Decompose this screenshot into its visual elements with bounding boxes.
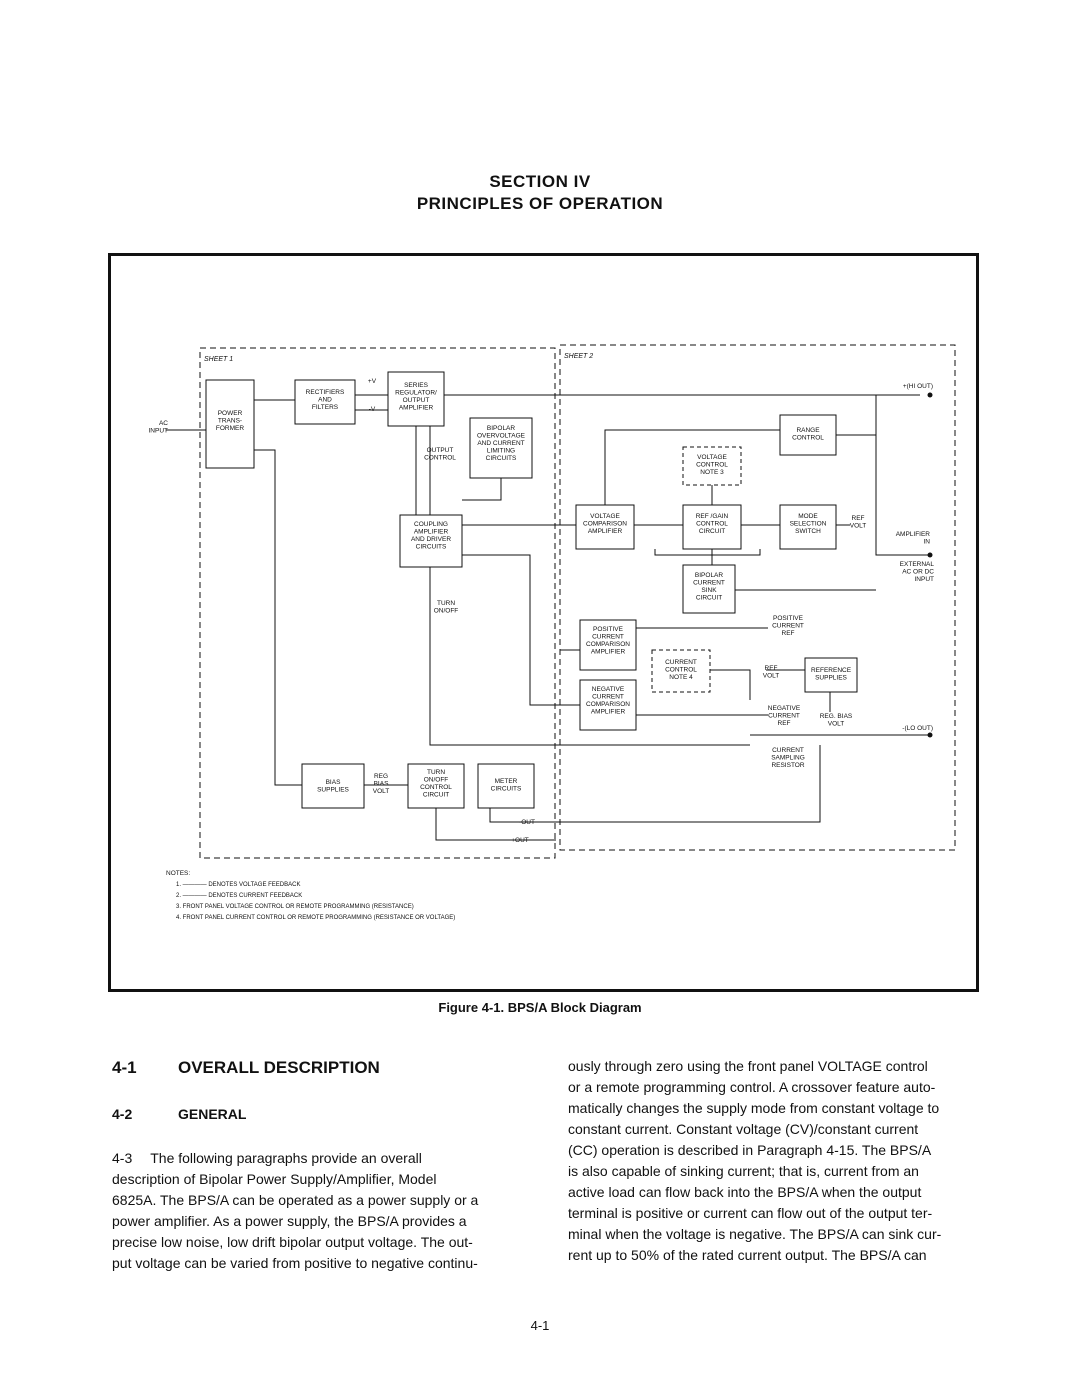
paragraph-line: constant current. Constant voltage (CV)/… [568, 1121, 919, 1137]
sheet2-border [559, 344, 956, 851]
minus-v-label: -V [369, 406, 376, 413]
paragraph-line: rent up to 50% of the rated current outp… [568, 1247, 927, 1263]
hi-out-label: +(HI OUT) [903, 383, 933, 390]
section-4-2-title: GENERAL [178, 1106, 247, 1122]
paragraph-line: terminal is positive or current can flow… [568, 1205, 933, 1221]
note-item: 4. FRONT PANEL CURRENT CONTROL OR REMOTE… [176, 915, 455, 921]
bias-supplies-block [301, 763, 365, 809]
voltage-control-block [682, 446, 742, 486]
paragraph-line: 6825A. The BPS/A can be operated as a po… [112, 1192, 479, 1208]
paragraph-line: matically changes the supply mode from c… [568, 1100, 940, 1116]
rectifiers-block [294, 379, 356, 425]
paragraph-line: precise low noise, low drift bipolar out… [112, 1234, 473, 1250]
minus-out-label: -OUT [519, 819, 535, 826]
note-item: 1. ———— DENOTES VOLTAGE FEEDBACK [176, 882, 300, 888]
paragraph-line: put voltage can be varied from positive … [112, 1255, 478, 1271]
paragraph-line: minal when the voltage is negative. The … [568, 1226, 942, 1242]
external-input-terminal [927, 552, 933, 558]
paragraph-line: (CC) operation is described in Paragraph… [568, 1142, 932, 1158]
figure-frame [108, 253, 979, 992]
right-column-text: ously through zero using the front panel… [568, 1056, 993, 1266]
section-4-1-title: OVERALL DESCRIPTION [178, 1058, 380, 1077]
section-heading: SECTION IV [489, 172, 591, 191]
plus-v-label: +V [368, 378, 377, 385]
meter-circuits-block [477, 763, 535, 809]
paragraph-line: description of Bipolar Power Supply/Ampl… [112, 1171, 437, 1187]
paragraph-line: power amplifier. As a power supply, the … [112, 1213, 467, 1229]
hi-out-terminal [927, 392, 933, 398]
lo-out-label: -(LO OUT) [902, 725, 933, 732]
lo-out-terminal [927, 732, 933, 738]
power-transformer-block [205, 379, 255, 469]
paragraph-line: active load can flow back into the BPS/A… [568, 1184, 922, 1200]
section-4-1-number: 4-1 [112, 1058, 137, 1077]
plus-out-label: +OUT [511, 837, 529, 844]
section-4-2-number: 4-2 [112, 1106, 133, 1122]
figure-caption: Figure 4-1. BPS/A Block Diagram [438, 1000, 642, 1015]
paragraph-line: ously through zero using the front panel… [568, 1058, 928, 1074]
mode-selection-block [779, 504, 837, 550]
sheet1-border [199, 347, 556, 859]
reference-supplies-block [804, 657, 858, 693]
page-number: 4-1 [530, 1318, 550, 1333]
current-control-block [651, 649, 711, 693]
sheet1-label: SHEET 1 [204, 356, 233, 363]
positive-current-comparison-block [579, 619, 637, 671]
notes-title: NOTES: [166, 870, 190, 877]
sheet2-label: SHEET 2 [564, 353, 593, 360]
coupling-amplifier-block [399, 514, 463, 568]
page-title: PRINCIPLES OF OPERATION [416, 194, 664, 213]
bipolar-sink-block [682, 564, 736, 614]
note-item: 3. FRONT PANEL VOLTAGE CONTROL OR REMOTE… [176, 904, 414, 910]
paragraph-line: is also capable of sinking current; that… [568, 1163, 919, 1179]
paragraph-line: or a remote programming control. A cross… [568, 1079, 936, 1095]
note-item: 2. ———— DENOTES CURRENT FEEDBACK [176, 893, 302, 899]
